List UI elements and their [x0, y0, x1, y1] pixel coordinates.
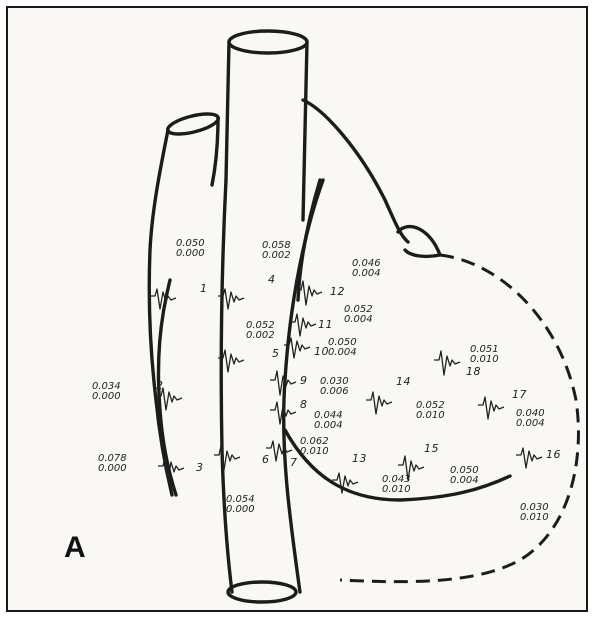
site-value-bottom: 0.004: [314, 420, 343, 431]
site-value-bottom: 0.010: [470, 354, 499, 365]
site-number: 14: [396, 375, 411, 388]
electrogram-trace: [214, 446, 240, 470]
site-value-bottom: 0.004: [344, 314, 373, 325]
electrogram-trace: [266, 441, 292, 461]
aorta-opening: [166, 110, 220, 138]
site-number: 3: [196, 461, 204, 474]
site-number: 10: [314, 345, 329, 358]
site-value-bottom: 0.000: [226, 504, 255, 515]
site-number: 7: [290, 456, 298, 469]
site-number: 9: [300, 374, 308, 387]
site-number: 11: [318, 318, 333, 331]
svc-left-wall: [226, 42, 229, 180]
svc-right-wall: [303, 42, 307, 220]
svc-opening: [229, 31, 307, 53]
site-number: 5: [272, 347, 280, 360]
site-number: 13: [352, 452, 367, 465]
site-number: 15: [424, 442, 439, 455]
electrogram-trace: [516, 448, 542, 468]
site-number: 16: [546, 448, 561, 461]
site-value-bottom: 0.000: [92, 391, 121, 402]
site-value-bottom: 0.002: [262, 250, 291, 261]
site-value-bottom: 0.004: [328, 347, 357, 358]
site-number: 6: [262, 453, 270, 466]
site-value-bottom: 0.006: [320, 386, 349, 397]
site-number: 12: [330, 285, 345, 298]
electrogram-trace: [478, 397, 504, 419]
site-value-bottom: 0.010: [416, 410, 445, 421]
site-number: 4: [268, 273, 276, 286]
site-value-bottom: 0.000: [176, 248, 205, 259]
site-number: 18: [466, 365, 481, 378]
ivc-opening: [228, 582, 296, 602]
electrogram-trace: [366, 392, 392, 414]
ivc-left-wall: [221, 180, 232, 592]
aorta-right-wall: [212, 118, 218, 185]
site-number: 8: [300, 398, 308, 411]
site-value-bottom: 0.004: [450, 475, 479, 486]
atrial-appendage: [398, 227, 440, 257]
pulmonary-artery: [303, 100, 408, 242]
electrogram-trace: [434, 351, 460, 375]
site-number: 1: [200, 282, 208, 295]
site-number: 17: [512, 388, 527, 401]
site-value-bottom: 0.010: [520, 512, 549, 523]
site-value-bottom: 0.010: [382, 484, 411, 495]
electrogram-trace: [290, 314, 316, 336]
panel-label: A: [64, 531, 86, 564]
heart-left-border: [149, 130, 172, 495]
site-value-bottom: 0.010: [300, 446, 329, 457]
site-value-bottom: 0.004: [352, 268, 381, 279]
site-value-bottom: 0.002: [246, 330, 275, 341]
site-number: 2: [156, 379, 164, 392]
site-value-bottom: 0.000: [98, 463, 127, 474]
site-value-bottom: 0.004: [516, 418, 545, 429]
